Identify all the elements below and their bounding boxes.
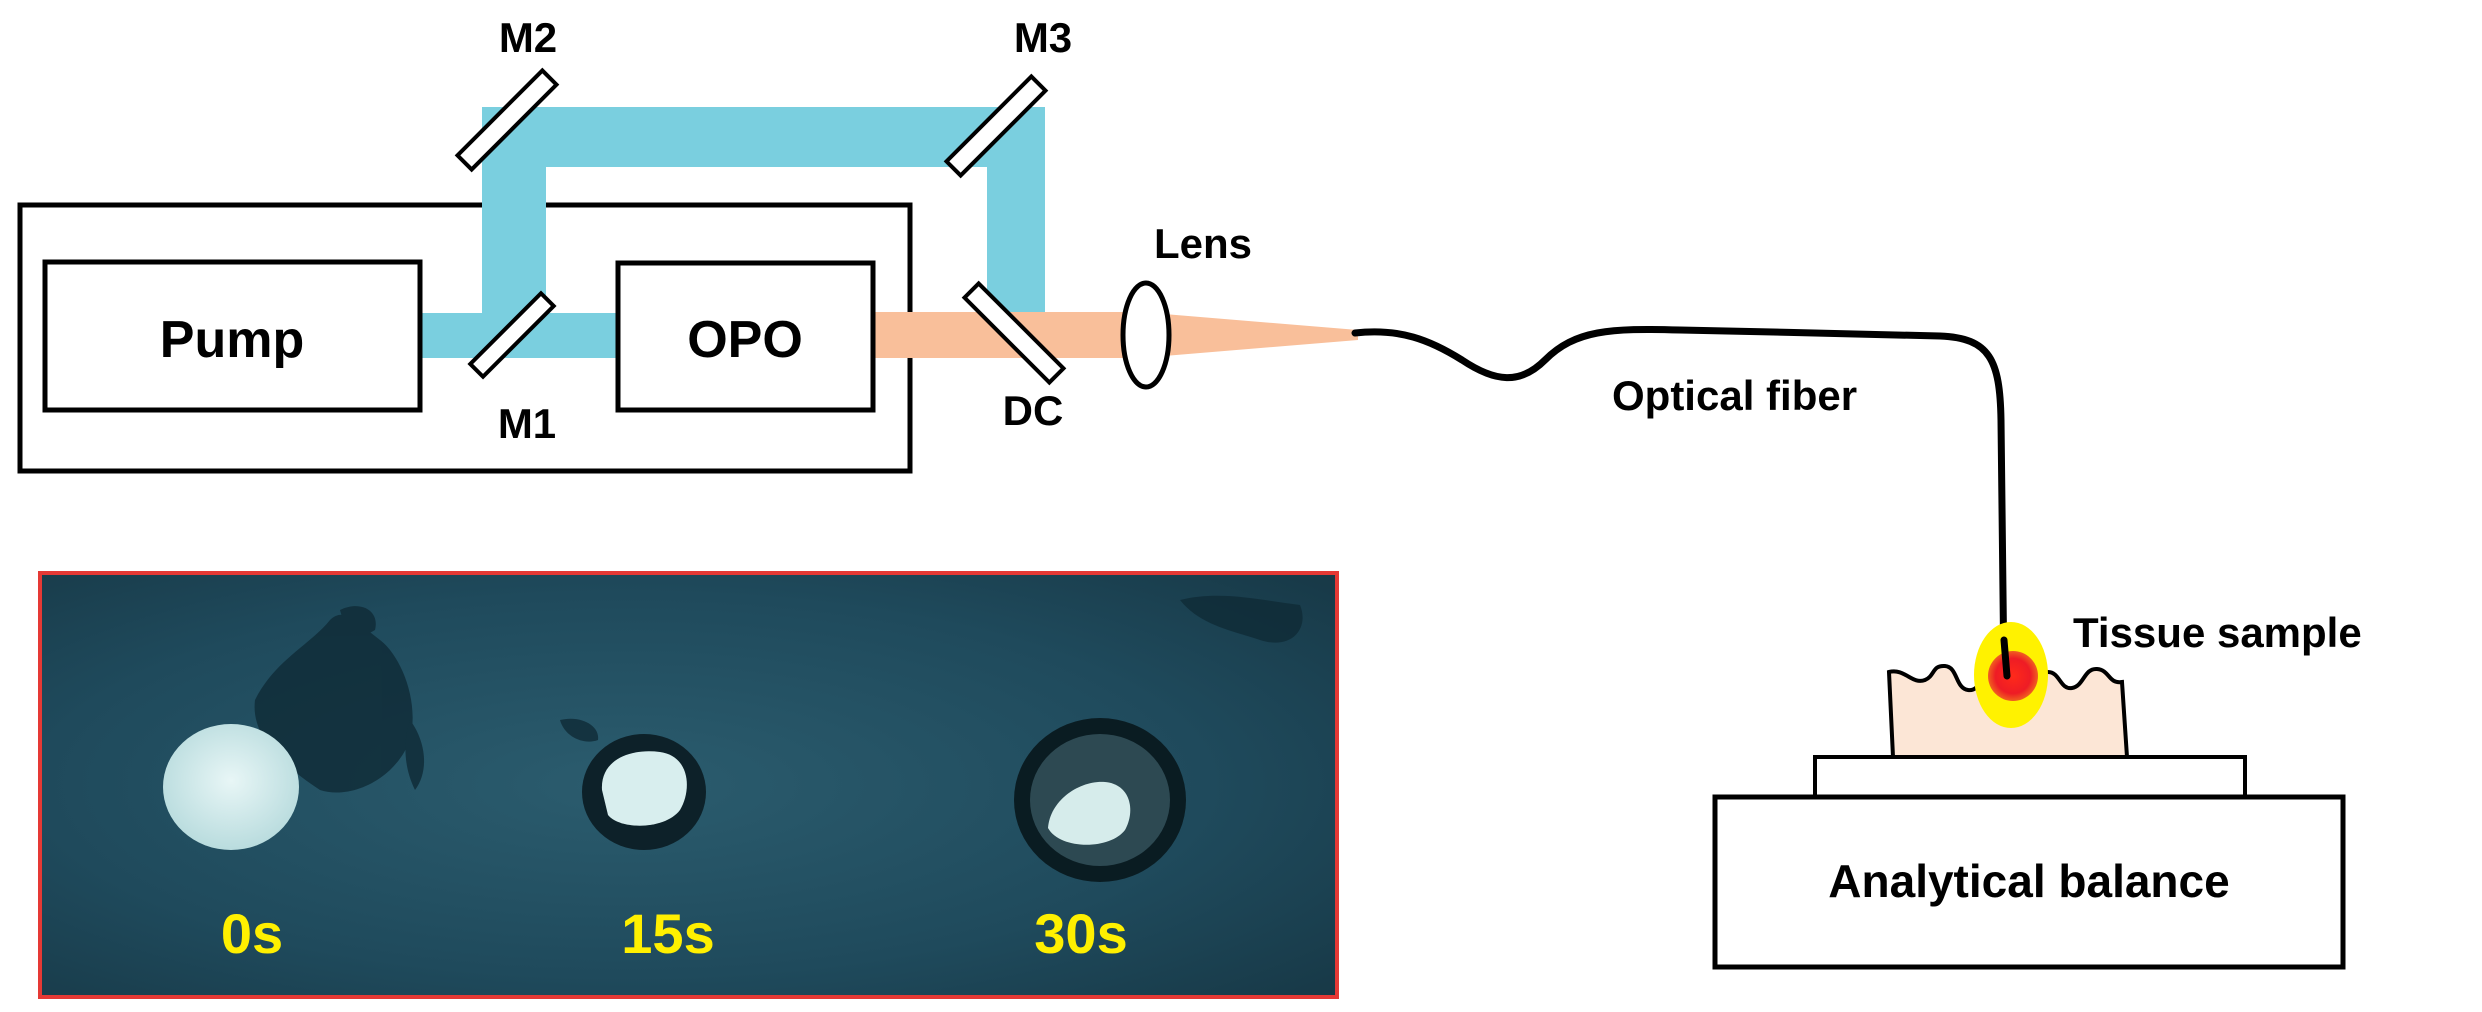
mirror-m3 (943, 73, 1049, 179)
opo-beam (873, 312, 1358, 358)
m3-label: M3 (1014, 14, 1072, 61)
mirror-m2 (454, 67, 560, 173)
tissue-sample (1886, 622, 2130, 759)
pump-label: Pump (160, 311, 304, 369)
time-label-0s: 0s (221, 902, 283, 965)
laser-spot (1988, 651, 2038, 701)
analytical-balance: Analytical balance (1712, 755, 2346, 970)
dc-label: DC (1003, 387, 1064, 434)
time-label-30s: 30s (1034, 902, 1127, 965)
sample-30s (1014, 718, 1186, 882)
balance-label: Analytical balance (1828, 855, 2229, 907)
lens-label: Lens (1154, 220, 1252, 267)
tissue-label: Tissue sample (2073, 609, 2362, 656)
lens (1120, 280, 1172, 390)
balance-pan (1813, 755, 2247, 799)
m2-label: M2 (499, 14, 557, 61)
optical-fiber (1351, 325, 2008, 684)
dichroic-mirror-dc (961, 280, 1067, 386)
sample-0s (163, 724, 299, 850)
sample-15s (582, 734, 706, 850)
mirror-m1 (467, 290, 557, 380)
balance-body (1712, 794, 2346, 970)
optical-fiber-label: Optical fiber (1612, 372, 1857, 419)
time-label-15s: 15s (621, 902, 714, 965)
m1-label: M1 (498, 400, 556, 447)
ablation-photo: 0s 15s 30s (38, 571, 1339, 999)
pump-box: Pump (42, 259, 423, 413)
opo-label: OPO (687, 311, 803, 369)
opo-box: OPO (615, 260, 876, 413)
